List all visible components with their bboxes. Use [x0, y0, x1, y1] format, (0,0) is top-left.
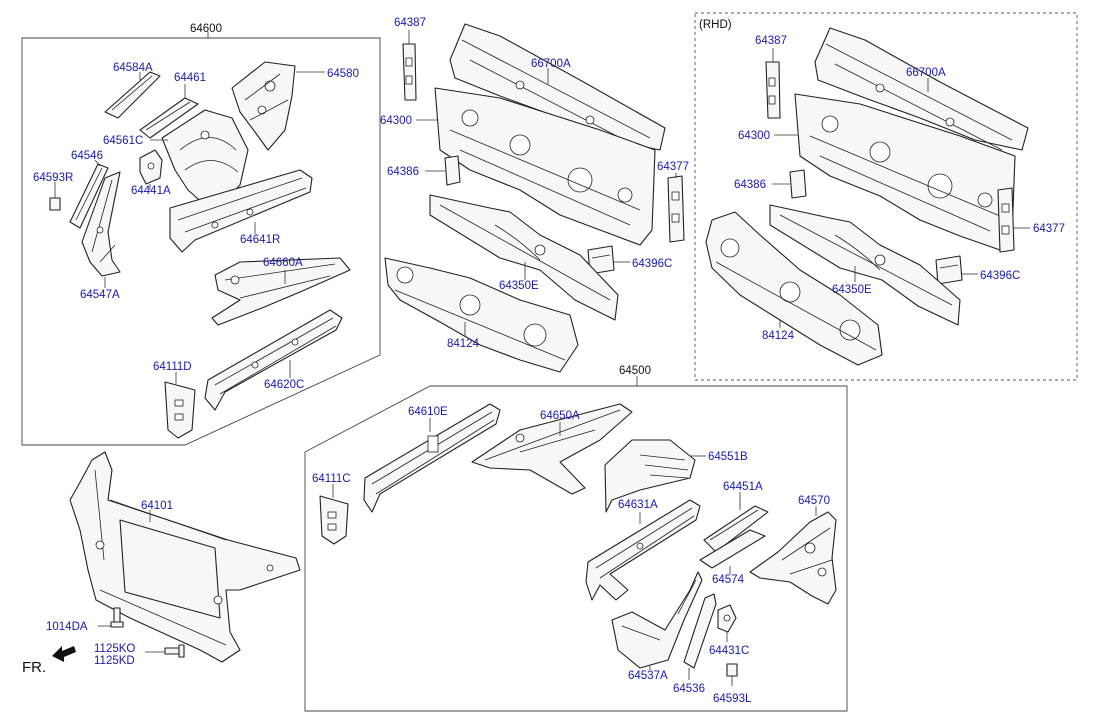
rhd-64387-shape: [765, 48, 781, 119]
rhd-64300-shape: [774, 93, 1016, 251]
part-64461-shape: [139, 84, 199, 139]
part-64660A-shape: [211, 257, 351, 326]
rhd-64377-shape: [997, 187, 1030, 253]
label-64386: 64386: [387, 166, 419, 178]
label-64451A: 64451A: [723, 481, 763, 493]
part-64431C-shape: [717, 604, 737, 642]
part-64593L-shape: [726, 663, 738, 686]
part-64610E-shape: [363, 403, 501, 513]
label-64111D: 64111D: [153, 361, 192, 373]
label-64551B: 64551B: [708, 451, 748, 463]
part-64584A-shape: [104, 71, 161, 119]
rhd-label-64350E: 64350E: [832, 284, 872, 296]
part-64551B-shape: [604, 439, 706, 513]
label-1125KO: 1125KO: [94, 643, 135, 655]
rhd-64350E-shape: [769, 204, 961, 326]
label-64546: 64546: [71, 150, 103, 162]
group-rhd-frame: [694, 12, 1078, 381]
part-64536-shape: [683, 593, 717, 680]
part-64350E-shape: [429, 194, 619, 321]
label-66700A: 66700A: [531, 58, 571, 70]
label-64570: 64570: [798, 495, 830, 507]
label-64387: 64387: [394, 17, 426, 29]
label-64350E: 64350E: [499, 280, 539, 292]
part-64580-shape: [231, 61, 325, 151]
label-64584A: 64584A: [113, 62, 153, 74]
label-64631A: 64631A: [618, 499, 658, 511]
label-64377: 64377: [657, 161, 689, 173]
label-64660A: 64660A: [263, 257, 303, 269]
label-64461: 64461: [174, 72, 206, 84]
rhd-label-84124: 84124: [762, 330, 795, 342]
part-64111D-shape: [164, 372, 196, 439]
part-64377-shape: [667, 173, 685, 243]
label-64593L: 64593L: [713, 693, 752, 705]
part-64101-shape: [69, 451, 301, 663]
rhd-66700A-shape: [814, 27, 1029, 151]
label-64593R: 64593R: [33, 172, 73, 184]
label-1014DA: 1014DA: [46, 621, 88, 633]
label-64111C: 64111C: [312, 473, 351, 485]
label-64537A: 64537A: [628, 670, 668, 682]
label-64574: 64574: [712, 574, 745, 586]
part-64593R-shape: [49, 182, 61, 211]
rhd-label-64386: 64386: [734, 179, 766, 191]
label-84124: 84124: [447, 338, 480, 350]
part-64574-shape: [699, 529, 766, 574]
group-64600-frame: [21, 32, 381, 446]
label-64620C: 64620C: [264, 379, 304, 391]
rhd-label-64396C: 64396C: [980, 270, 1020, 282]
part-64386-shape: [425, 155, 461, 186]
label-64431C: 64431C: [709, 645, 749, 657]
bolt-1125-shape: [145, 644, 185, 658]
label-64610E: 64610E: [408, 406, 448, 418]
part-84124-shape: [384, 257, 579, 373]
rhd-label-64300: 64300: [738, 130, 770, 142]
part-64570-shape: [749, 506, 837, 605]
label-64396C: 64396C: [632, 258, 672, 270]
rhd-64386-shape: [772, 169, 807, 199]
group-64500-frame: [304, 376, 848, 712]
front-direction-label: FR.: [22, 659, 46, 676]
rhd-64396C-shape: [935, 255, 978, 285]
part-64641R-shape: [169, 169, 313, 253]
part-64111C-shape: [319, 484, 349, 545]
group-label-64500: 64500: [619, 365, 651, 377]
part-64441A-shape: [139, 149, 163, 190]
rhd-84124-shape: [705, 211, 883, 366]
part-64451A-shape: [703, 492, 769, 553]
rhd-note: (RHD): [699, 19, 732, 31]
part-64546-shape: [69, 159, 109, 229]
label-64580: 64580: [327, 68, 359, 80]
part-64300-shape: [416, 87, 656, 246]
label-64650A: 64650A: [540, 410, 580, 422]
label-64641R: 64641R: [240, 234, 280, 246]
bolt-1014DA-shape: [98, 607, 124, 628]
rhd-label-64377: 64377: [1033, 223, 1065, 235]
part-64650A-shape: [471, 403, 633, 495]
group-label-64600: 64600: [190, 23, 222, 35]
rhd-label-66700A: 66700A: [906, 67, 946, 79]
label-1125KD: 1125KD: [94, 655, 135, 667]
label-64300: 64300: [380, 115, 412, 127]
label-64536: 64536: [673, 683, 705, 695]
part-64631A-shape: [585, 499, 701, 601]
part-64387-shape: [402, 30, 417, 101]
label-64441A: 64441A: [131, 185, 171, 197]
part-64547A-shape: [81, 171, 121, 288]
rhd-label-64387: 64387: [755, 35, 787, 47]
part-64620C-shape: [204, 309, 343, 411]
label-64101: 64101: [141, 500, 173, 512]
part-64537A-shape: [611, 571, 703, 670]
label-64561C: 64561C: [103, 135, 143, 147]
front-direction-arrow: [52, 646, 76, 662]
label-64547A: 64547A: [80, 289, 120, 301]
